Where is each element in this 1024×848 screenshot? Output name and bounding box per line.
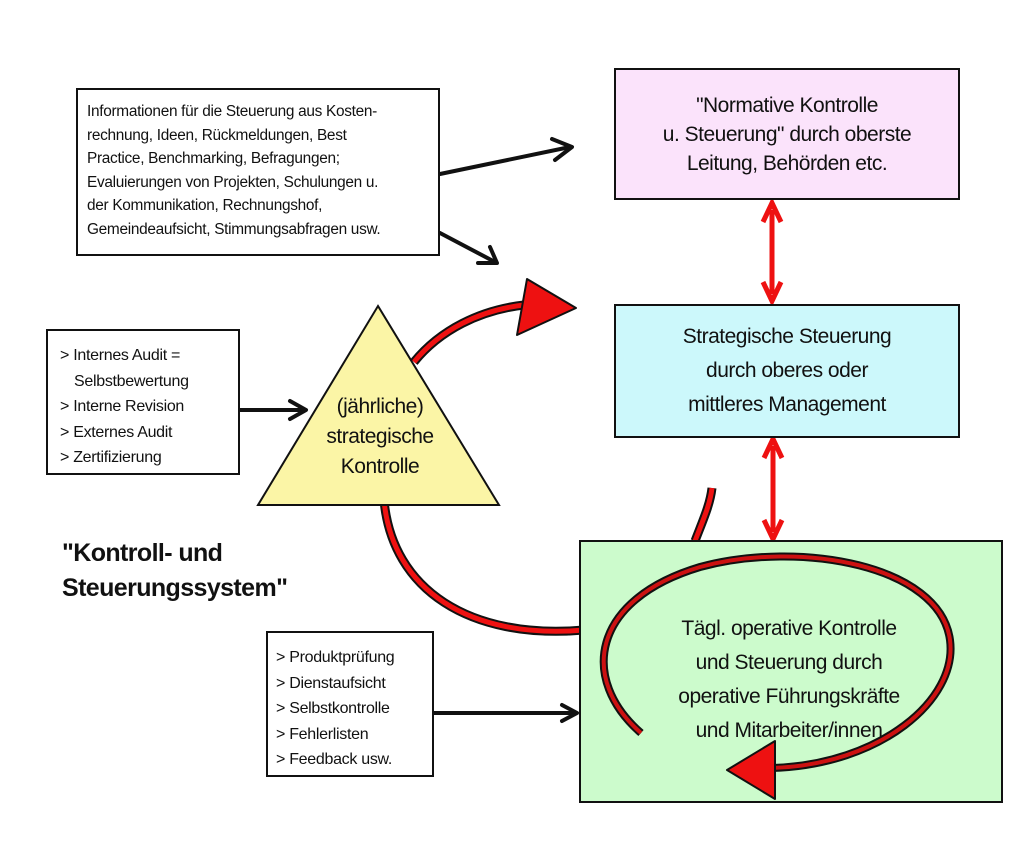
title-line: "Kontroll- und	[62, 539, 223, 567]
info-line: Informationen für die Steuerung aus Kost…	[87, 103, 377, 120]
audit-list-item: > Interne Revision	[60, 398, 185, 415]
information-sources-text: Informationen für die Steuerung aus Kost…	[87, 100, 381, 242]
audit-list-item: > Externes Audit	[60, 423, 173, 441]
info-line: rechnung, Ideen, Rückmeldungen, Best	[87, 126, 347, 144]
triangle-line: (jährliche)	[336, 395, 424, 418]
normative-strategic-double-arrow	[760, 197, 784, 307]
title-line: Steuerungssystem"	[62, 574, 288, 602]
check-list-item: > Produktprüfung	[276, 649, 395, 666]
operative-line: und Steuerung durch	[695, 651, 883, 674]
audit-list-item: > Zertifizierung	[60, 449, 162, 466]
info-line: Evaluierungen von Projekten, Schulungen …	[87, 173, 379, 191]
cycle-arc-lower	[379, 499, 585, 636]
info-line: Gemeindeaufsicht, Stimmungsabfragen usw.	[87, 220, 381, 238]
audit-list-item: Selbstbewertung	[74, 372, 189, 390]
audit-to-triangle-arrow	[238, 399, 308, 421]
cycle-arc-right-stub	[690, 487, 717, 543]
diagram-title: "Kontroll- und Steuerungssystem"	[62, 536, 288, 606]
strategic-line: durch oberes oder	[706, 359, 868, 382]
check-list-item: > Dienstaufsicht	[276, 674, 386, 692]
check-list-item: > Fehlerlisten	[276, 725, 369, 743]
operative-line: und Mitarbeiter/innen	[695, 719, 883, 742]
cycle-arc-upper	[410, 300, 525, 365]
cycle-arrowhead-icon	[516, 278, 577, 336]
normative-line: u. Steuerung" durch oberste	[662, 122, 912, 146]
info-to-cycle-arrow	[438, 231, 499, 265]
cycle-arc-upper-fill	[412, 302, 525, 364]
cycle-arc-right-stub-fill	[692, 487, 715, 542]
audit-list-item: > Internes Audit =	[60, 347, 181, 364]
check-list-item: > Feedback usw.	[276, 751, 393, 768]
strategic-line: mittleres Management	[688, 393, 886, 416]
cycle-arc-lower-fill	[381, 499, 585, 634]
strategic-control-label: (jährliche) strategische Kontrolle	[300, 392, 460, 482]
normative-line: Leitung, Behörden etc.	[686, 151, 888, 175]
strategic-line: Strategische Steuerung	[682, 325, 892, 348]
triangle-line: Kontrolle	[340, 455, 420, 478]
audit-methods-box: > Internes Audit = Selbstbewertung > Int…	[46, 329, 240, 475]
product-to-operative-arrow	[432, 703, 579, 723]
normative-control-box: "Normative Kontrolle u. Steuerung" durch…	[614, 68, 960, 200]
operative-line: operative Führungskräfte	[678, 685, 900, 708]
strategic-steering-box: Strategische Steuerung durch oberes oder…	[614, 304, 960, 438]
operational-checks-box: > Produktprüfung > Dienstaufsicht > Selb…	[266, 631, 434, 777]
operative-line: Tägl. operative Kontrolle	[681, 617, 897, 640]
normative-line: "Normative Kontrolle	[696, 93, 878, 117]
info-to-normative-arrow	[438, 137, 574, 176]
check-list-item: > Selbstkontrolle	[276, 700, 390, 717]
triangle-line: strategische	[326, 425, 434, 448]
info-line: der Kommunikation, Rechnungshof,	[87, 197, 323, 215]
strategic-operative-double-arrow	[761, 433, 785, 545]
info-line: Practice, Benchmarking, Befragungen;	[87, 150, 340, 168]
operative-control-box: Tägl. operative Kontrolle und Steuerung …	[579, 540, 1003, 803]
information-sources-box: Informationen für die Steuerung aus Kost…	[76, 88, 440, 256]
